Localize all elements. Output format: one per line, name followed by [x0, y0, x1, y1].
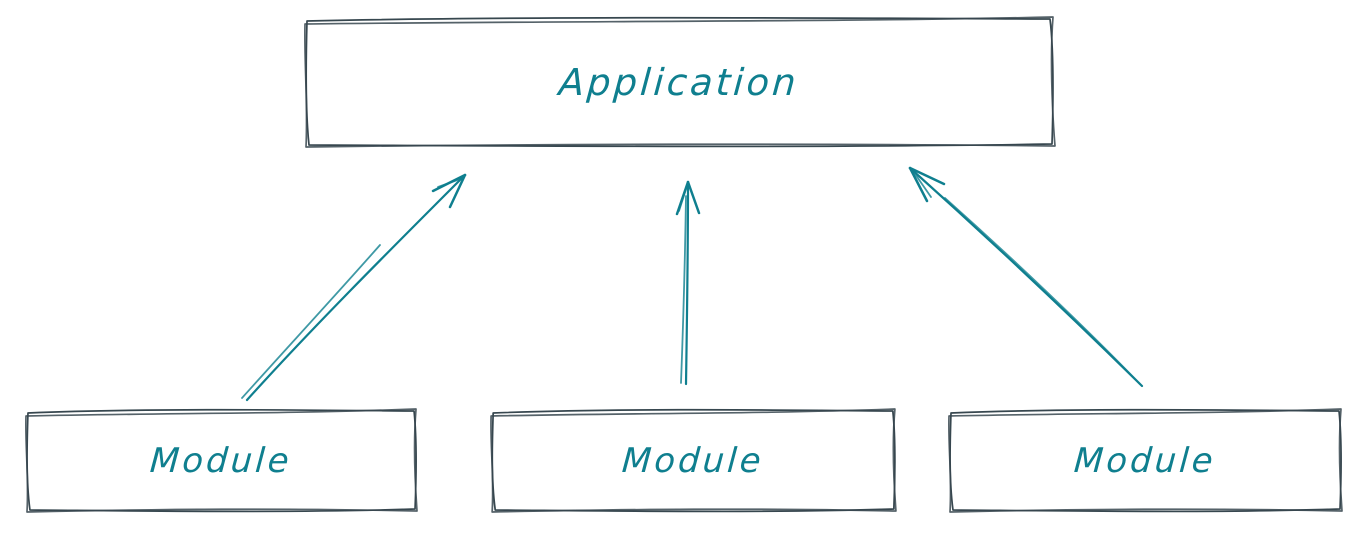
node-label-application: Application [557, 60, 801, 104]
arrow-head-sketch-stroke [912, 170, 932, 198]
node-module-2: Module [487, 405, 899, 517]
arrow-shaft [684, 180, 690, 386]
arrow-head-icon [431, 173, 467, 193]
arrow-head-icon [675, 180, 690, 216]
arrow-module-1-to-application [241, 173, 467, 402]
arrow-head-icon [686, 180, 701, 215]
arrow-head-icon [908, 166, 929, 203]
node-label-module-2: Module [620, 441, 766, 481]
arrow-module-3-to-application [908, 166, 1144, 388]
arrow-shaft-sketch-stroke [241, 244, 381, 399]
arrow-shaft-sketch-stroke [680, 195, 687, 384]
arrow-module-2-to-application [675, 180, 701, 386]
node-label-module-3: Module [1072, 441, 1218, 481]
node-module-1: Module [22, 405, 420, 517]
node-module-3: Module [945, 405, 1345, 517]
arrow-shaft-sketch-stroke [944, 197, 1141, 385]
arrow-head-icon [448, 173, 467, 209]
node-label-module-1: Module [148, 441, 294, 481]
arrow-head-sketch-stroke [678, 185, 688, 212]
arrow-head-sketch-stroke [437, 177, 464, 188]
arrow-shaft [908, 166, 1144, 388]
node-application: Application [300, 12, 1058, 152]
arrow-shaft [245, 173, 467, 402]
arrow-head-icon [908, 166, 946, 186]
